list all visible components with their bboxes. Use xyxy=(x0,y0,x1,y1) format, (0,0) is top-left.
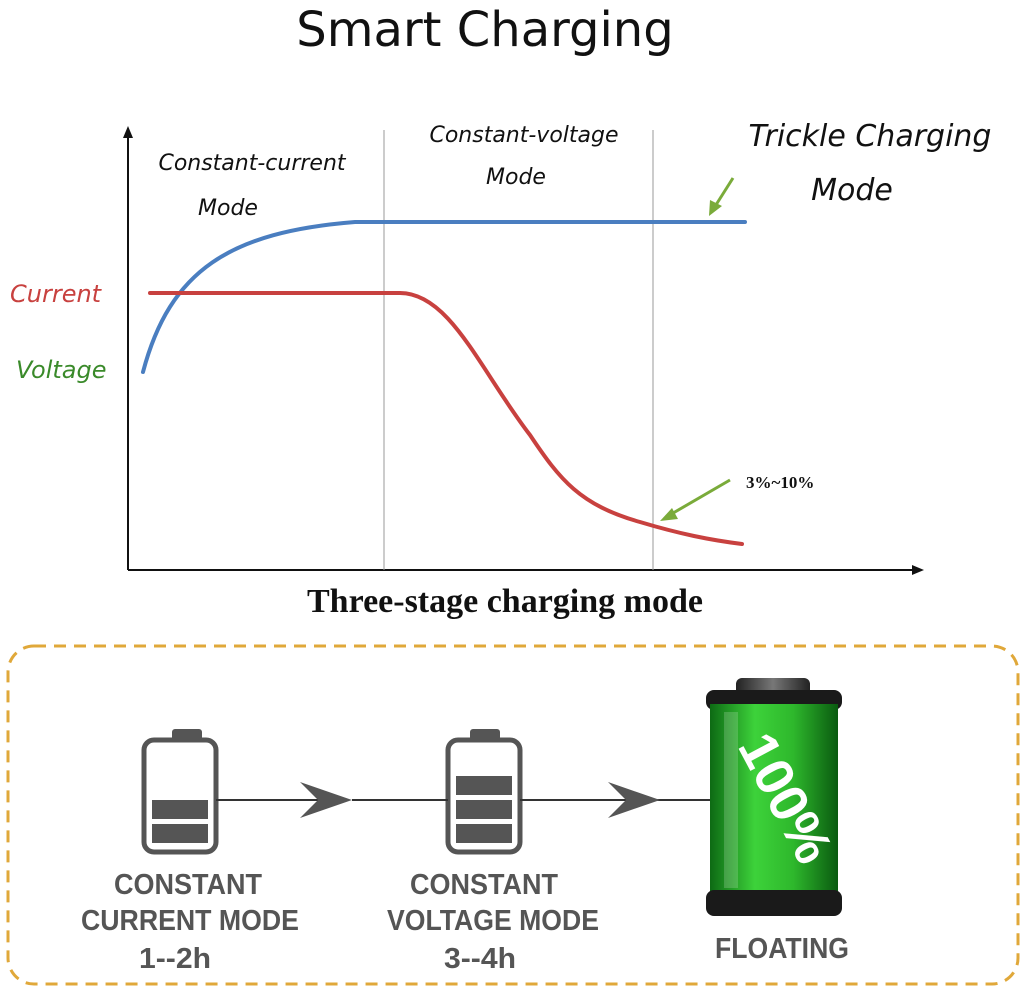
step2-line1: CONSTANT xyxy=(410,869,558,901)
current-label: Current xyxy=(10,280,103,308)
voltage-curve xyxy=(141,220,747,374)
x-axis-label: Three-stage charging mode xyxy=(307,583,703,620)
step1-line1: CONSTANT xyxy=(114,869,262,901)
process-box xyxy=(6,644,1020,986)
voltage-label: Voltage xyxy=(16,356,106,384)
percent-arrow xyxy=(660,478,731,521)
page-title: Smart Charging xyxy=(296,2,674,58)
battery-low-icon xyxy=(141,729,219,855)
step1-line2: CURRENT MODE xyxy=(81,905,299,937)
battery-medium-icon xyxy=(445,729,523,855)
step3-line1: FLOATING xyxy=(715,933,849,965)
flow-arrow-2 xyxy=(352,782,710,818)
cc-mode-label-line2: Mode xyxy=(198,196,258,221)
flow-arrow-1 xyxy=(216,782,352,818)
trickle-arrow xyxy=(709,177,735,216)
battery-full-icon: 100% xyxy=(706,678,844,916)
cv-mode-label-line1: Constant-voltage xyxy=(429,123,618,148)
step2-line3: 3--4h xyxy=(444,943,516,975)
tc-mode-label-line1: Trickle Charging xyxy=(749,119,992,154)
percent-annotation: 3%~10% xyxy=(746,473,814,492)
step1-line3: 1--2h xyxy=(139,943,211,975)
current-curve xyxy=(148,291,744,546)
chart-axes xyxy=(123,126,924,575)
tc-mode-label-line2: Mode xyxy=(811,173,893,208)
cc-mode-label-line1: Constant-current xyxy=(158,151,346,176)
step2-line2: VOLTAGE MODE xyxy=(387,905,599,937)
cv-mode-label-line2: Mode xyxy=(486,165,546,190)
